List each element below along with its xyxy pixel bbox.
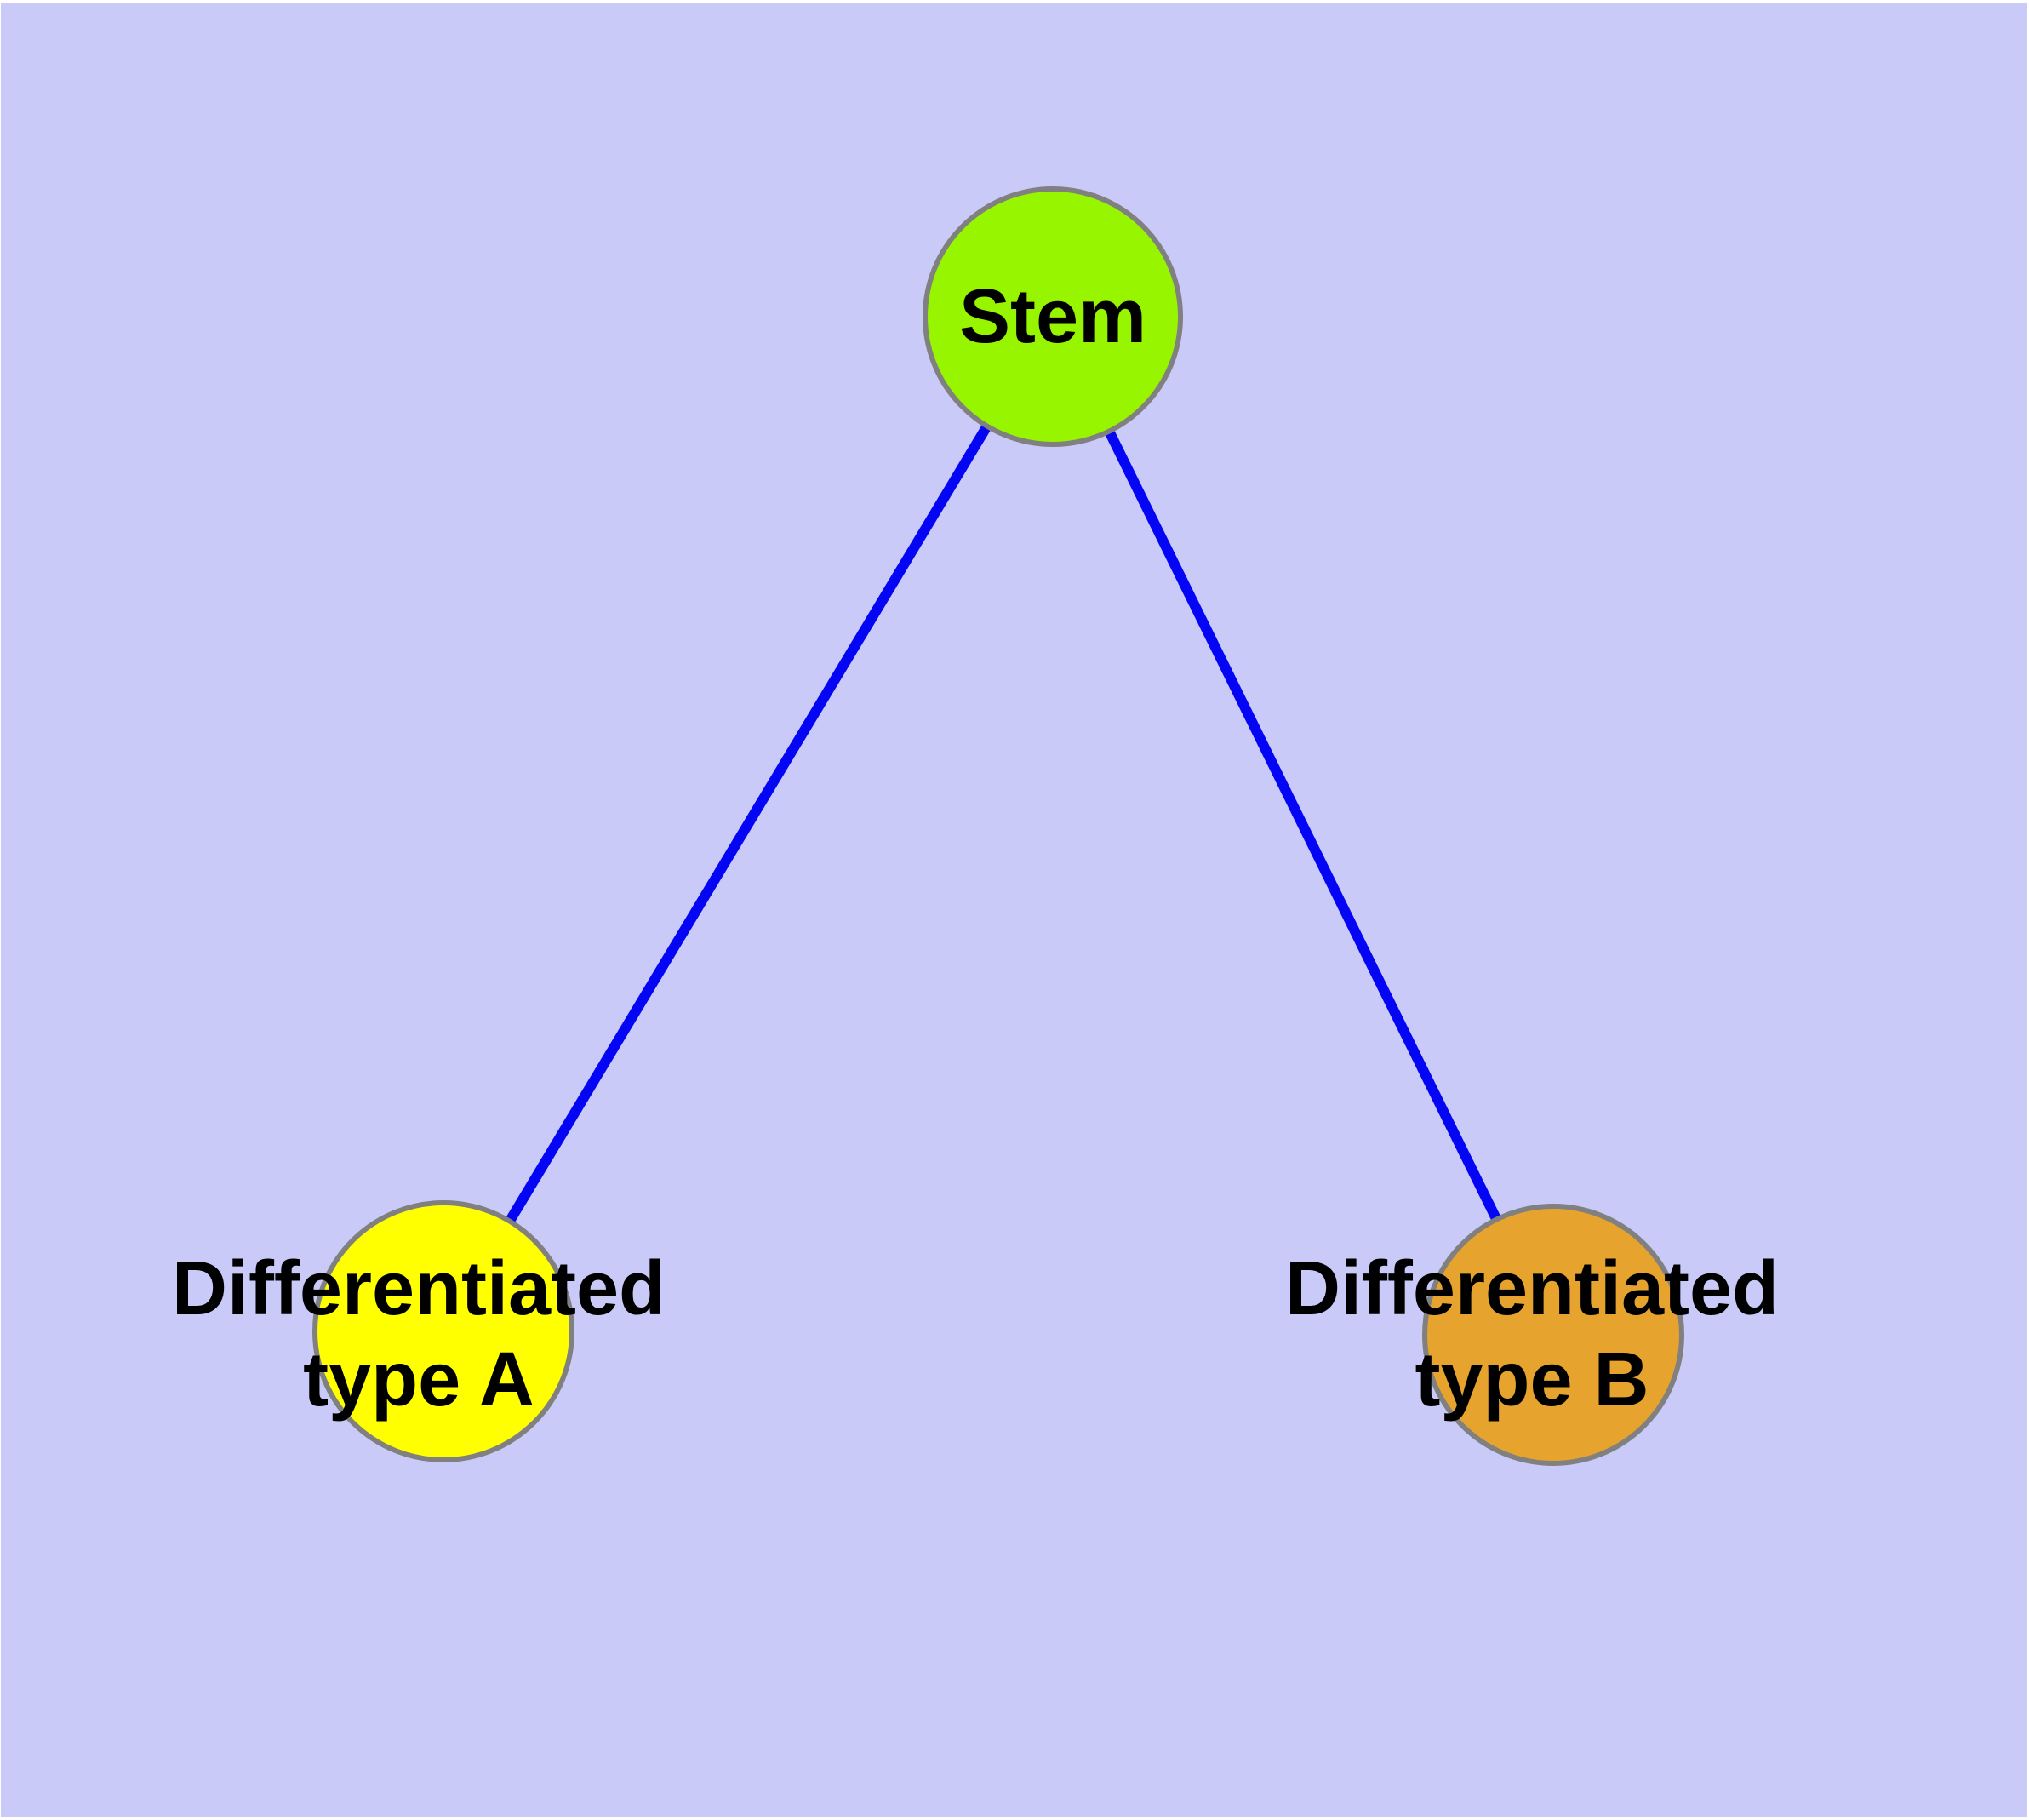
node-stem <box>923 186 1183 447</box>
node-differentiated-type-a <box>312 1200 574 1462</box>
edge-stem-to-type-a <box>438 313 1058 1335</box>
node-differentiated-type-b <box>1422 1204 1684 1466</box>
edge-stem-to-type-b <box>1048 314 1558 1337</box>
